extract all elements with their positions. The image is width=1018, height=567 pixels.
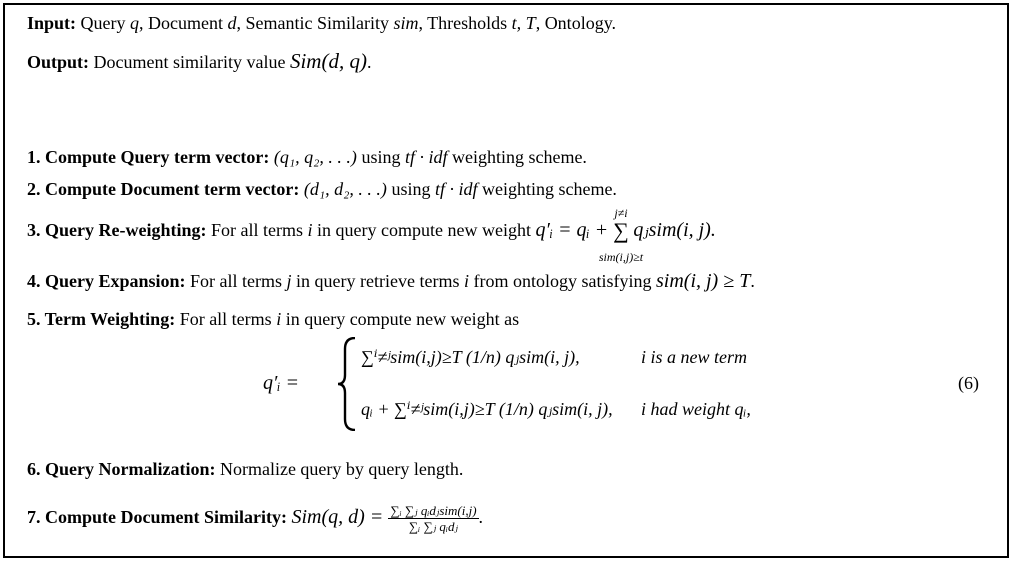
input-line: Input: Query q, Document d, Semantic Sim… (27, 11, 616, 35)
input-math-sim: sim (393, 13, 419, 33)
step-text: in query compute new weight as (281, 309, 520, 329)
step-label: 2. Compute Document term vector: (27, 179, 300, 199)
step-text: in query retrieve terms (291, 271, 464, 291)
step-math: (d₁, d₂, . . .) (303, 179, 387, 199)
cases-brace (337, 337, 356, 431)
step-label: 3. Query Re-weighting: (27, 220, 207, 240)
step-text: For all terms (190, 271, 287, 291)
step-math: i (307, 220, 313, 240)
step-math: j (286, 271, 292, 291)
step-label: 7. Compute Document Similarity: (27, 507, 287, 527)
input-text: Query (80, 13, 131, 33)
step-math: sim(i, j) ≥ T (656, 270, 751, 292)
input-text: , Semantic Similarity (236, 13, 394, 33)
step-text: . (750, 271, 755, 291)
step-math: tf · idf (404, 147, 448, 167)
step-end: . (478, 507, 484, 527)
step-text: For all terms (179, 309, 277, 329)
input-text: , Thresholds (418, 13, 512, 33)
case2-formula: qᵢ + ∑ⁱ≠ʲsim(i,j)≥T (1/n) qⱼsim(i, j), (361, 399, 613, 419)
input-label: Input: (27, 13, 77, 33)
step-math: i (463, 271, 469, 291)
fraction-denominator: ∑ᵢ ∑ⱼ qᵢdⱼ (408, 519, 458, 535)
step-4: 4. Query Expansion: For all terms j in q… (27, 269, 755, 293)
step-text: from ontology satisfying (469, 271, 656, 291)
step-text: weighting scheme. (477, 179, 617, 199)
step-math: i (276, 309, 282, 329)
output-math: Sim(d, q) (289, 49, 367, 73)
algorithm-box: Input: Query q, Document d, Semantic Sim… (3, 3, 1009, 558)
summation: j≠i ∑ sim(i,j)≥t (599, 206, 643, 264)
step-7: 7. Compute Document Similarity: Sim(q, d… (27, 499, 483, 535)
step-1: 1. Compute Query term vector: (q₁, q₂, .… (27, 145, 587, 169)
step-6: 6. Query Normalization: Normalize query … (27, 457, 463, 481)
step-5: 5. Term Weighting: For all terms i in qu… (27, 307, 519, 331)
sum-upper: j≠i (614, 206, 628, 221)
input-math-d: d (227, 13, 237, 33)
step-text: weighting scheme. (447, 147, 587, 167)
equation-number: (6) (958, 373, 979, 393)
equation-lhs: q′ᵢ = (263, 372, 300, 394)
case2-condition: i had weight qᵢ, (641, 399, 751, 419)
fraction-numerator: ∑ᵢ ∑ⱼ qᵢdⱼsim(i,j) (388, 503, 479, 520)
step-math: tf · idf (434, 179, 478, 199)
input-math-thresholds: t, T (511, 13, 536, 33)
step-math: (q₁, q₂, . . .) (273, 147, 357, 167)
step-label: 4. Query Expansion: (27, 271, 186, 291)
step-2: 2. Compute Document term vector: (d₁, d₂… (27, 177, 617, 201)
step-3: 3. Query Re-weighting: For all terms i i… (27, 206, 716, 264)
reweight-formula-rhs: qⱼsim(i, j). (633, 219, 716, 241)
step-label: 5. Term Weighting: (27, 309, 176, 329)
output-label: Output: (27, 52, 90, 72)
case1-formula: ∑ⁱ≠ʲsim(i,j)≥T (1/n) qⱼsim(i, j), (361, 347, 580, 367)
step-label: 6. Query Normalization: (27, 459, 216, 479)
step-text: using (356, 147, 405, 167)
case1-condition: i is a new term (641, 347, 747, 367)
input-text: , Ontology. (535, 13, 617, 33)
step-text: Normalize query by query length. (219, 459, 464, 479)
reweight-formula-lhs: q′ᵢ = qᵢ + (535, 219, 614, 241)
similarity-fraction: ∑ᵢ ∑ⱼ qᵢdⱼsim(i,j)∑ᵢ ∑ⱼ qᵢdⱼ (388, 503, 479, 535)
input-math-q: q (130, 13, 140, 33)
input-text: , Document (139, 13, 228, 33)
output-text: Document similarity value (93, 52, 290, 72)
step-label: 1. Compute Query term vector: (27, 147, 270, 167)
similarity-lhs: Sim(q, d) = (291, 506, 389, 528)
sum-lower: sim(i,j)≥t (598, 250, 644, 265)
step-text: in query compute new weight (312, 220, 536, 240)
step-text: using (386, 179, 435, 199)
output-end: . (366, 52, 372, 72)
step-text: For all terms (210, 220, 308, 240)
output-line: Output: Document similarity value Sim(d,… (27, 49, 371, 74)
